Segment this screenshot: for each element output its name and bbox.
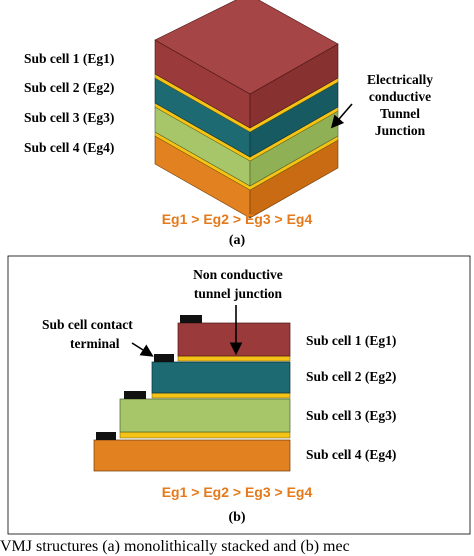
b-cell-1 — [177, 322, 291, 357]
b-label-cell-2: Sub cell 2 (Eg2) — [306, 369, 396, 384]
a-junction-arrow — [330, 103, 353, 129]
b-junction-1-2 — [177, 355, 291, 362]
figure-b-frame — [7, 255, 471, 535]
b-sublabel: (b) — [228, 510, 245, 525]
b-cell-2 — [151, 361, 291, 394]
b-junction-3-4 — [119, 431, 291, 439]
b-contact-arrow — [131, 342, 154, 357]
figure-caption: VMJ structures (a) monolithically stacke… — [0, 538, 350, 555]
b-contact-line-1: Sub cell contact — [42, 317, 133, 332]
b-contact-4 — [96, 432, 116, 440]
a-label-cell-1: Sub cell 1 (Eg1) — [24, 51, 114, 66]
b-junction-2-3 — [151, 392, 291, 399]
b-contact-line-2: terminal — [70, 336, 120, 351]
a-junction-line-2: conductive — [369, 89, 431, 104]
b-cell-4 — [93, 439, 291, 472]
figure-a: Sub cell 1 (Eg1) Sub cell 2 (Eg2) Sub ce… — [24, 0, 433, 248]
a-sublabel: (a) — [229, 233, 246, 248]
a-label-cell-3: Sub cell 3 (Eg3) — [24, 110, 114, 125]
cell-1-top — [154, 0, 339, 95]
b-junction-line-1: Non conductive — [193, 267, 283, 282]
b-label-cell-3: Sub cell 3 (Eg3) — [306, 408, 396, 423]
b-label-cell-1: Sub cell 1 (Eg1) — [306, 333, 396, 348]
b-contact-2 — [154, 354, 174, 362]
a-junction-line-4: Junction — [375, 123, 426, 138]
b-label-cell-4: Sub cell 4 (Eg4) — [306, 447, 396, 462]
a-junction-label: Electrically conductive Tunnel Junction — [367, 72, 433, 138]
a-equation: Eg1 > Eg2 > Eg3 > Eg4 — [162, 211, 313, 227]
a-label-cell-2: Sub cell 2 (Eg2) — [24, 80, 114, 95]
figure-b: Non conductive tunnel junction Sub cell … — [42, 267, 396, 525]
a-label-cell-4: Sub cell 4 (Eg4) — [24, 140, 114, 155]
b-contact-1 — [180, 315, 202, 323]
b-equation: Eg1 > Eg2 > Eg3 > Eg4 — [162, 484, 313, 500]
a-junction-line-3: Tunnel — [380, 106, 420, 121]
b-cell-3 — [119, 398, 291, 433]
b-junction-line-2: tunnel junction — [194, 286, 283, 301]
a-junction-line-1: Electrically — [367, 72, 433, 87]
b-contact-3 — [124, 391, 146, 399]
